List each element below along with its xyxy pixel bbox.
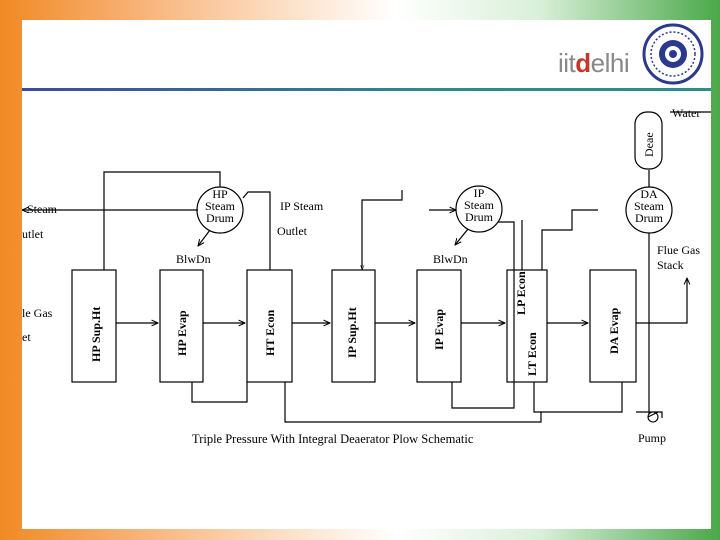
header-divider xyxy=(22,88,711,91)
drum-da-line3: Drum xyxy=(635,211,664,225)
deaerator-label: Deae xyxy=(642,132,656,157)
drum-hp-line2: Steam xyxy=(205,199,236,213)
pump-label: Pump xyxy=(638,431,666,445)
drum-da-line1: DA xyxy=(640,187,658,201)
label-hp-evap: HP Evap xyxy=(175,310,189,356)
label-lp-econ: LP Econ xyxy=(514,271,528,315)
drum-ip-line2: Steam xyxy=(464,198,495,212)
deaerator-vessel xyxy=(634,111,663,170)
diagram-caption: Triple Pressure With Integral Deaerator … xyxy=(192,432,474,446)
label-ht-econ: HT Econ xyxy=(263,310,277,356)
iitd-emblem-icon xyxy=(642,23,704,85)
drum-ip-line1: IP xyxy=(474,186,485,200)
box-da-evap xyxy=(589,269,637,383)
ip-outlet-label: Outlet xyxy=(277,224,308,238)
label-hp-suphtr: HP Sup.Ht xyxy=(89,307,103,362)
box-lt-econ xyxy=(506,269,548,383)
drum-hp-line1: HP xyxy=(212,187,228,201)
label-lt-econ: LT Econ xyxy=(525,332,539,376)
label-ip-suphtr: IP Sup.Ht xyxy=(345,307,359,358)
schematic-diagram: HP Sup.Ht HP Evap HT Econ IP Sup.Ht IP E… xyxy=(22,106,711,446)
drum-da-line2: Steam xyxy=(634,199,665,213)
flue-gas-stack-label-1: Flue Gas xyxy=(657,243,700,257)
flue-gas-stack-label-2: Stack xyxy=(657,258,684,272)
water-label: Water xyxy=(672,106,700,120)
box-ip-suphtr xyxy=(331,269,376,383)
pump-icon xyxy=(647,411,659,423)
flue-gas-inlet-label-1: le Gas xyxy=(22,306,53,320)
box-hp-evap xyxy=(159,269,204,383)
iitd-logo-text: iitdelhi xyxy=(558,48,630,78)
label-da-evap: DA Evap xyxy=(607,307,621,354)
drum-ip-line3: Drum xyxy=(465,210,494,224)
hp-steam-label: Steam xyxy=(27,202,58,216)
label-ip-evap: IP Evap xyxy=(432,309,446,350)
hp-outlet-label: utlet xyxy=(22,227,44,241)
v-mark: v xyxy=(360,262,365,272)
flue-gas-inlet-label-2: et xyxy=(22,330,31,344)
drum-hp-line3: Drum xyxy=(206,211,235,225)
box-hp-suphtr xyxy=(71,269,117,383)
slide: iitdelhi xyxy=(22,20,711,529)
ip-blowdown-label: BlwDn xyxy=(433,252,468,266)
hp-blowdown-label: BlwDn xyxy=(176,252,211,266)
ip-steam-label: IP Steam xyxy=(280,199,324,213)
box-ip-evap xyxy=(416,269,462,383)
